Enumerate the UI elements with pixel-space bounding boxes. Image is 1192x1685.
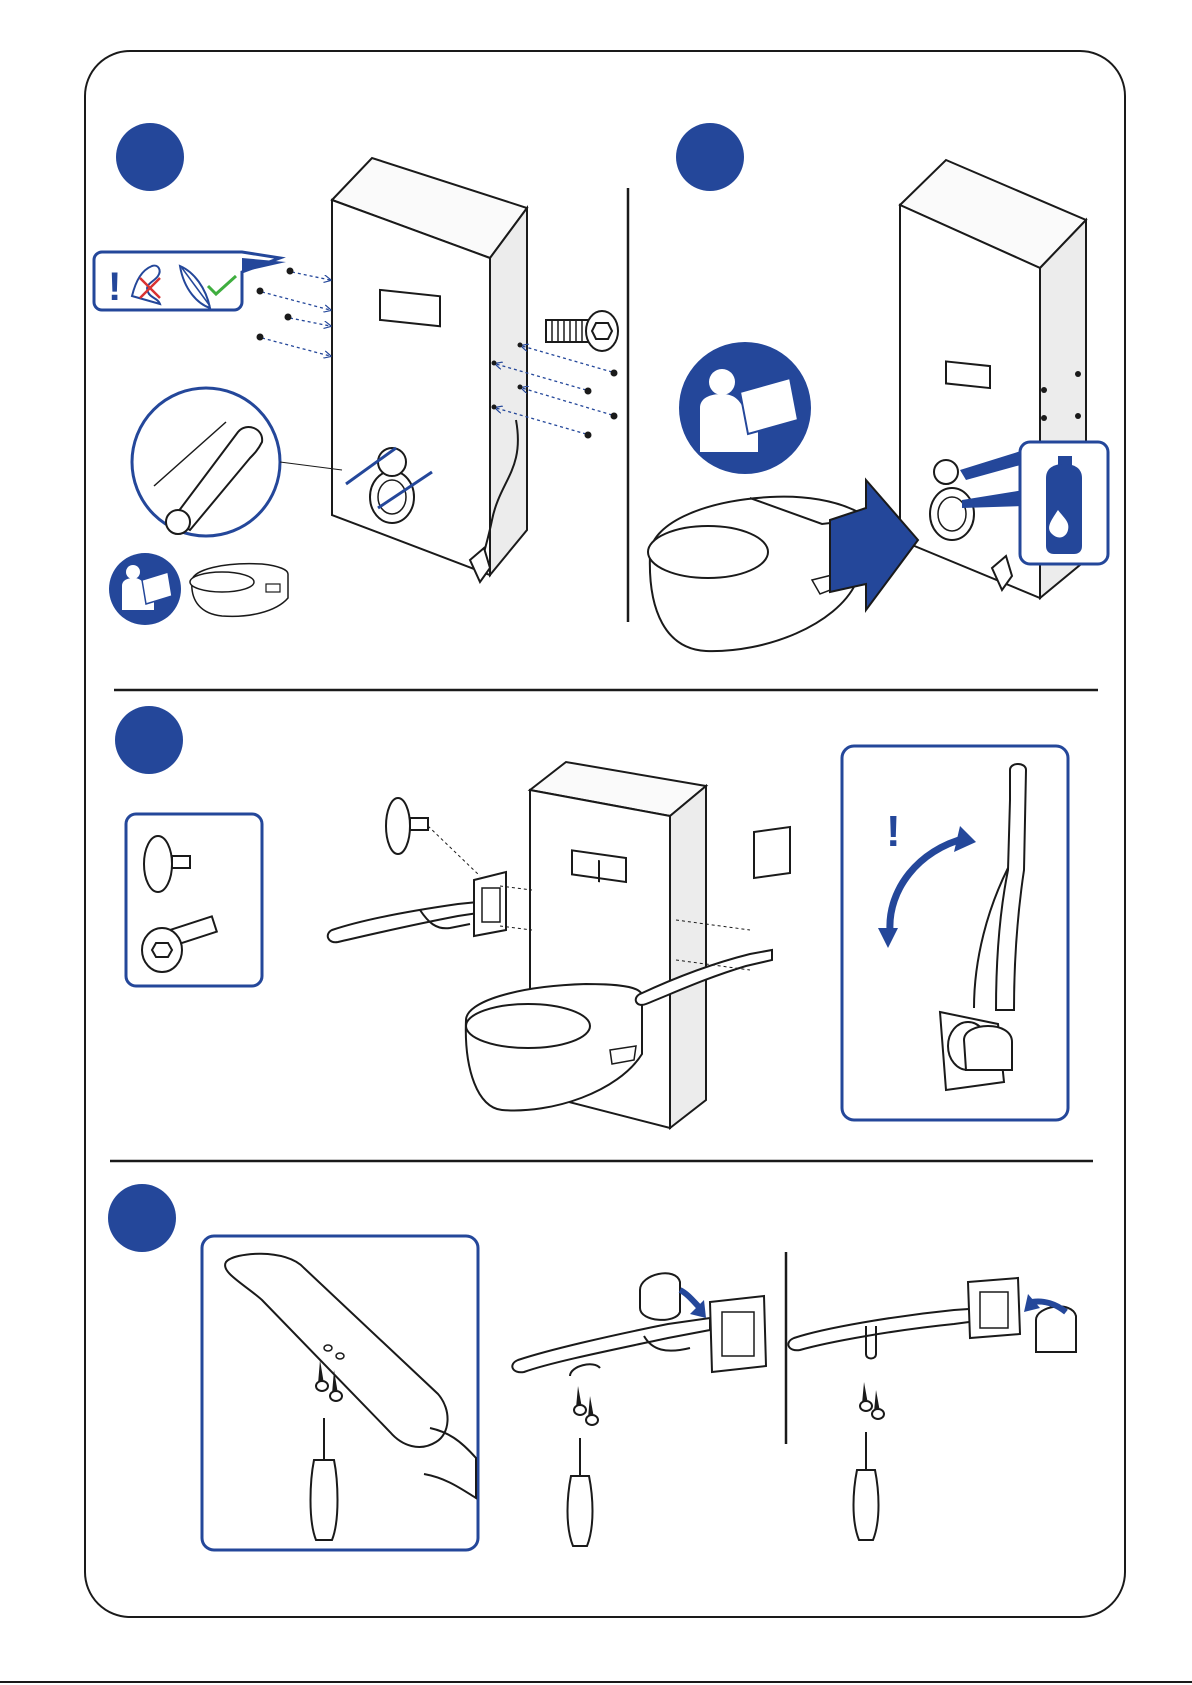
read-manual-icon [679, 342, 811, 474]
read-manual-icon [109, 553, 181, 625]
step-4-marker [108, 1184, 176, 1252]
warning-mark: ! [108, 265, 121, 309]
screwdriver-icon [568, 1438, 593, 1546]
screwdriver-icon [854, 1432, 879, 1540]
step-3-illustration: ! [126, 746, 1068, 1128]
warning-mark: ! [886, 807, 901, 856]
step-2-marker [676, 123, 744, 191]
detergent-bottle-icon [1046, 456, 1082, 554]
step-3-marker [115, 706, 183, 774]
arrow-icon [680, 1290, 700, 1308]
screw-pair-icon [860, 1382, 884, 1419]
screw-pair-icon [574, 1386, 598, 1425]
step-4-illustration [202, 1236, 1076, 1550]
step-1-marker [116, 123, 184, 191]
step-1-illustration: ! [94, 158, 618, 625]
step-2-illustration [648, 160, 1108, 651]
screw-icon [546, 311, 618, 351]
